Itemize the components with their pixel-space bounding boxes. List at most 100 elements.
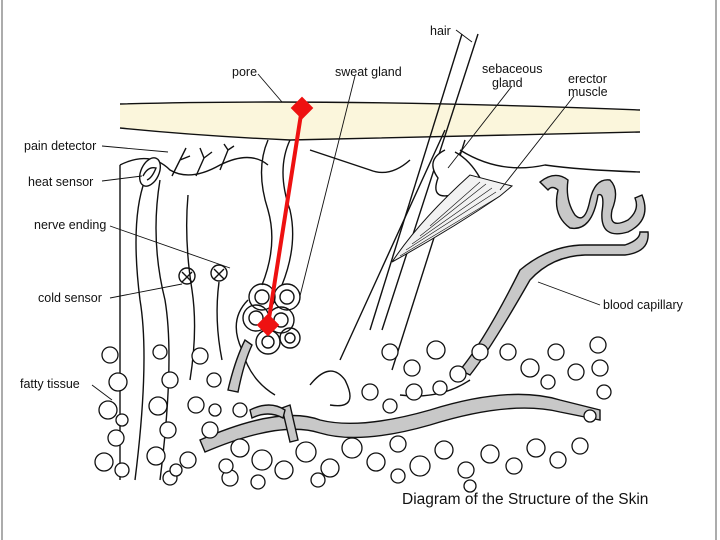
fat-cell bbox=[409, 455, 431, 477]
nerve-fibre-1 bbox=[134, 179, 146, 481]
fat-cell bbox=[526, 438, 546, 458]
label-sweat-gland: sweat gland bbox=[335, 65, 402, 79]
fat-cell bbox=[208, 403, 222, 417]
fat-cell bbox=[361, 383, 379, 401]
fat-cell bbox=[274, 460, 294, 480]
label-blood-capillary: blood capillary bbox=[603, 298, 683, 312]
fat-cell bbox=[405, 383, 423, 401]
label-hair: hair bbox=[430, 24, 451, 38]
fat-cell bbox=[310, 472, 326, 488]
dermis-boundary-mid bbox=[309, 149, 411, 174]
nerve-fibre-2 bbox=[155, 179, 170, 481]
fat-cell bbox=[432, 380, 448, 396]
follicle-left-wall bbox=[339, 129, 446, 361]
pain-detector-branches bbox=[171, 143, 235, 177]
fat-cell bbox=[434, 440, 454, 460]
sweat-duct-left bbox=[260, 139, 273, 286]
fat-cell bbox=[115, 413, 129, 427]
blood-capillary-network bbox=[199, 174, 649, 453]
cold-sensor-nerve bbox=[216, 281, 223, 361]
label-sebaceous-line2: gland bbox=[492, 76, 523, 90]
highlight-arrow-bottom-marker bbox=[256, 313, 280, 337]
fat-cell bbox=[108, 372, 128, 392]
hair-shaft-left bbox=[369, 33, 463, 331]
heat-sensor-capsule bbox=[138, 157, 162, 187]
fat-cell bbox=[389, 435, 407, 453]
erector-muscle-shape bbox=[391, 174, 514, 263]
fat-cell bbox=[107, 429, 125, 447]
fat-cell bbox=[94, 452, 114, 472]
label-cold-sensor: cold sensor bbox=[38, 291, 102, 305]
cold-sensor-bulb-2 bbox=[210, 264, 228, 282]
fat-cell bbox=[463, 479, 477, 493]
fat-cell bbox=[191, 347, 209, 365]
diagram-caption: Diagram of the Structure of the Skin bbox=[402, 491, 649, 508]
fat-cell bbox=[251, 449, 273, 471]
fat-cell bbox=[390, 468, 406, 484]
fat-cell bbox=[98, 400, 118, 420]
cold-sensor-mark-1 bbox=[181, 271, 193, 283]
fat-cell bbox=[449, 365, 467, 383]
label-nerve-ending: nerve ending bbox=[34, 218, 107, 232]
fat-cell bbox=[218, 458, 234, 474]
label-fatty-tissue: fatty tissue bbox=[20, 377, 80, 391]
label-erector-line1: erector bbox=[568, 72, 607, 86]
label-pain-detector: pain detector bbox=[24, 139, 97, 153]
label-pore: pore bbox=[232, 65, 258, 79]
fat-cell bbox=[381, 343, 399, 361]
fat-cell bbox=[101, 346, 119, 364]
fat-cell bbox=[596, 384, 612, 400]
fat-cell bbox=[480, 444, 500, 464]
fat-cell bbox=[567, 363, 585, 381]
fat-cell bbox=[540, 374, 556, 390]
fat-cell bbox=[114, 462, 130, 478]
fat-cell bbox=[148, 396, 168, 416]
fat-cell bbox=[187, 396, 205, 414]
fat-cell bbox=[589, 336, 607, 354]
label-sebaceous-line1: sebaceous bbox=[482, 62, 543, 76]
leader-lines bbox=[91, 29, 601, 401]
cold-sensor-bulb-1 bbox=[178, 267, 196, 285]
fat-cell bbox=[366, 452, 386, 472]
erector-muscle-fibres bbox=[399, 181, 501, 257]
highlight-arrow-top-marker bbox=[290, 96, 314, 120]
fat-cell bbox=[591, 359, 609, 377]
fat-cell bbox=[457, 461, 475, 479]
fat-cell bbox=[250, 474, 266, 490]
label-erector-line2: muscle bbox=[568, 85, 608, 99]
label-heat-sensor: heat sensor bbox=[28, 175, 94, 189]
fat-cell bbox=[520, 358, 540, 378]
fat-cell bbox=[549, 451, 567, 469]
fat-cell bbox=[146, 446, 166, 466]
fat-cell bbox=[152, 344, 168, 360]
fat-cell bbox=[232, 402, 248, 418]
fat-cell bbox=[547, 343, 565, 361]
fat-cell bbox=[206, 372, 222, 388]
fatty-tissue-cells bbox=[94, 336, 612, 493]
fat-cell bbox=[471, 343, 489, 361]
epidermis-layer bbox=[120, 102, 640, 140]
fat-cell bbox=[341, 437, 363, 459]
fat-cell bbox=[295, 441, 317, 463]
fat-cell bbox=[320, 458, 340, 478]
fat-cell bbox=[426, 340, 446, 360]
sweat-duct-right bbox=[281, 139, 294, 286]
epidermis-base-line bbox=[119, 127, 641, 141]
fat-cell bbox=[201, 421, 219, 439]
hair-shaft-right bbox=[381, 33, 479, 331]
hair-bulb bbox=[309, 370, 351, 407]
fat-cell bbox=[159, 421, 177, 439]
fat-cell bbox=[583, 409, 597, 423]
fat-cell bbox=[179, 451, 197, 469]
fat-cell bbox=[505, 457, 523, 475]
dermis-boundary-right bbox=[459, 149, 641, 173]
fat-cell bbox=[571, 437, 589, 455]
heat-sensor-inner bbox=[142, 166, 157, 181]
highlight-arrow bbox=[256, 96, 314, 337]
fat-cell bbox=[403, 359, 421, 377]
fat-cell bbox=[499, 343, 517, 361]
cold-sensor-mark-2 bbox=[213, 268, 225, 280]
fat-cell bbox=[230, 438, 250, 458]
